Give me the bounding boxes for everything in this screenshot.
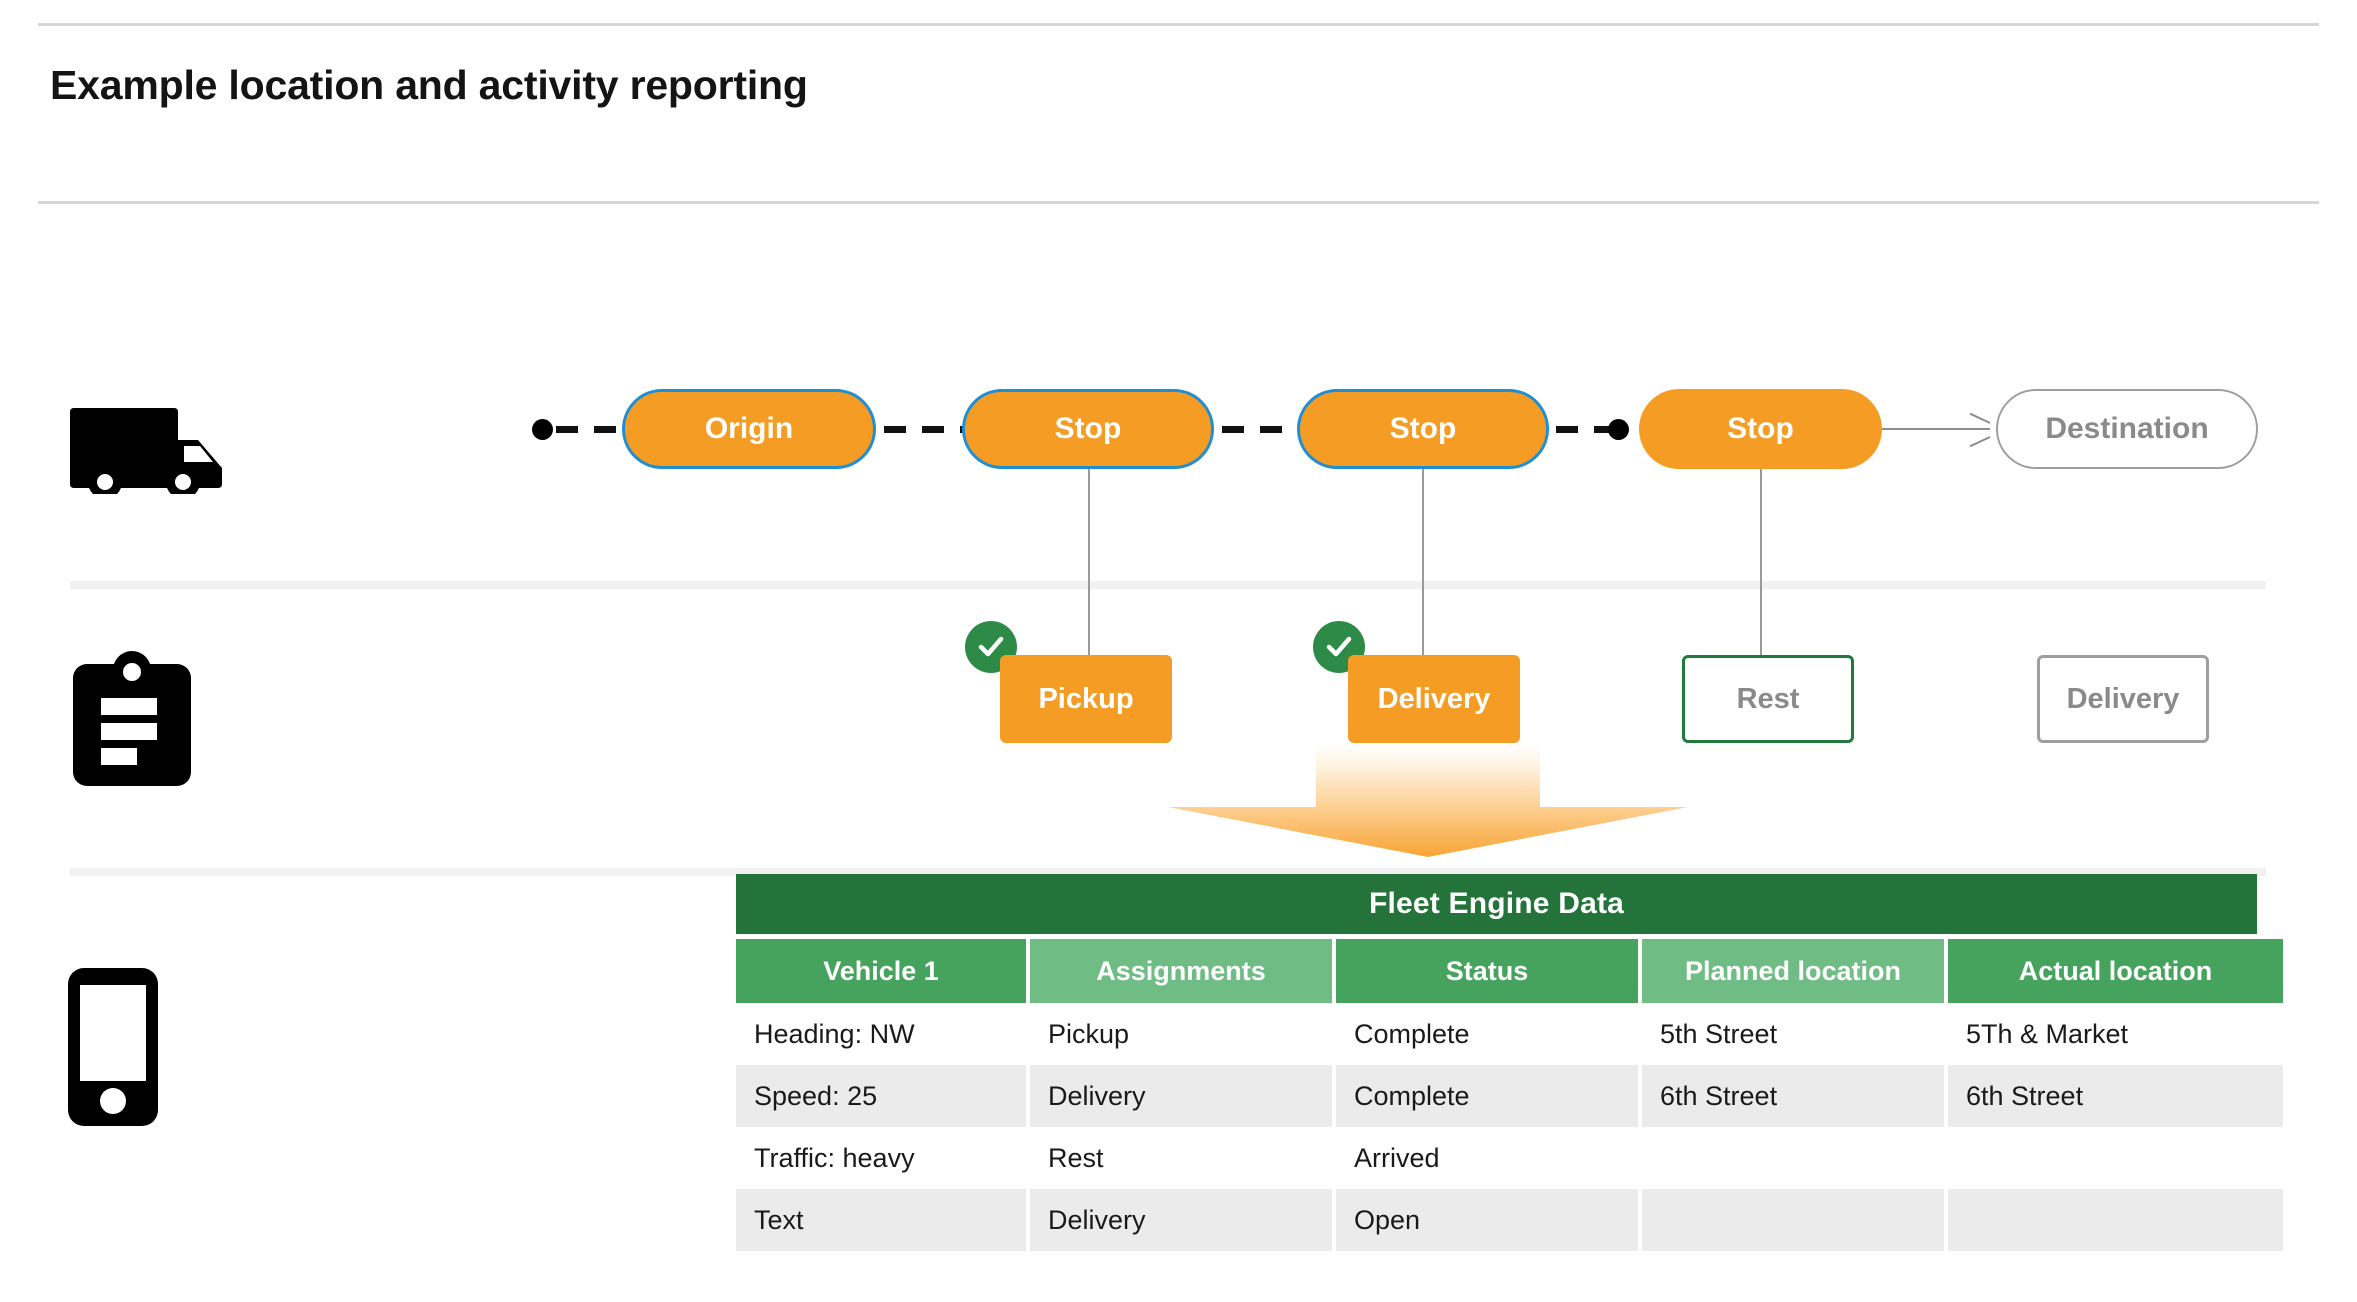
- route-stop-origin[interactable]: Origin: [622, 389, 876, 469]
- cell-planned-location: 6th Street: [1642, 1065, 1948, 1127]
- activity-delivery-complete[interactable]: Delivery: [1348, 655, 1520, 743]
- route-mid-dot: [1608, 419, 1629, 440]
- activity-label: Pickup: [1038, 682, 1134, 715]
- truck-icon: [70, 408, 225, 499]
- cell-actual-location: [1948, 1127, 2283, 1189]
- row-separator-vehicle-activity: [70, 581, 2266, 589]
- route-stop-label: Stop: [1389, 412, 1457, 445]
- activity-delivery-open[interactable]: Delivery: [2037, 655, 2209, 743]
- connector-stop2-delivery: [1422, 469, 1424, 657]
- column-header-actual-location[interactable]: Actual location: [1948, 939, 2283, 1003]
- cell-actual-location: 5Th & Market: [1948, 1003, 2283, 1065]
- cell-status: Complete: [1336, 1065, 1642, 1127]
- activity-rest[interactable]: Rest: [1682, 655, 1854, 743]
- route-arrow-line: [1882, 428, 1990, 430]
- table-row: Heading: NW Pickup Complete 5th Street 5…: [736, 1003, 2283, 1065]
- cell-vehicle: Speed: 25: [736, 1065, 1030, 1127]
- column-header-assignments[interactable]: Assignments: [1030, 939, 1336, 1003]
- down-arrow-icon: [1168, 745, 1688, 857]
- table-row: Text Delivery Open: [736, 1189, 2283, 1251]
- cell-vehicle: Text: [736, 1189, 1030, 1251]
- header-top-rule: [38, 23, 2319, 26]
- table-row: Speed: 25 Delivery Complete 6th Street 6…: [736, 1065, 2283, 1127]
- cell-actual-location: 6th Street: [1948, 1065, 2283, 1127]
- route-stop-label: Stop: [1727, 412, 1794, 445]
- route-start-dot: [532, 419, 553, 440]
- cell-planned-location: [1642, 1189, 1948, 1251]
- page-title: Example location and activity reporting: [50, 62, 808, 108]
- route-stop-2[interactable]: Stop: [1297, 389, 1549, 469]
- column-header-planned-location[interactable]: Planned location: [1642, 939, 1948, 1003]
- cell-assignment: Delivery: [1030, 1189, 1336, 1251]
- table-title: Fleet Engine Data: [736, 874, 2257, 934]
- clipboard-icon: [73, 650, 191, 786]
- cell-status: Arrived: [1336, 1127, 1642, 1189]
- table-header-row: Vehicle 1 Assignments Status Planned loc…: [736, 939, 2283, 1003]
- table-row: Traffic: heavy Rest Arrived: [736, 1127, 2283, 1189]
- cell-status: Open: [1336, 1189, 1642, 1251]
- route-stop-1[interactable]: Stop: [962, 389, 1214, 469]
- activity-label: Rest: [1736, 682, 1800, 715]
- activity-pickup[interactable]: Pickup: [1000, 655, 1172, 743]
- route-stop-label: Destination: [2045, 412, 2209, 445]
- header-bottom-rule: [38, 201, 2319, 204]
- activity-label: Delivery: [2066, 682, 2180, 715]
- route-dash-1: [884, 426, 972, 433]
- connector-stop3-rest: [1760, 469, 1762, 657]
- route-stop-label: Origin: [704, 412, 794, 445]
- cell-assignment: Delivery: [1030, 1065, 1336, 1127]
- cell-assignment: Pickup: [1030, 1003, 1336, 1065]
- cell-status: Complete: [1336, 1003, 1642, 1065]
- route-dash-0: [556, 426, 624, 433]
- route-dash-3: [1556, 426, 1618, 433]
- route-stop-destination[interactable]: Destination: [1996, 389, 2258, 469]
- cell-vehicle: Traffic: heavy: [736, 1127, 1030, 1189]
- cell-planned-location: 5th Street: [1642, 1003, 1948, 1065]
- route-stop-3[interactable]: Stop: [1639, 389, 1882, 469]
- cell-actual-location: [1948, 1189, 2283, 1251]
- mobile-phone-icon: [68, 968, 158, 1126]
- route-dash-2: [1222, 426, 1310, 433]
- data-table: Vehicle 1 Assignments Status Planned loc…: [736, 939, 2283, 1251]
- fleet-engine-data-table: Fleet Engine Data Vehicle 1 Assignments …: [736, 874, 2283, 1251]
- cell-assignment: Rest: [1030, 1127, 1336, 1189]
- activity-label: Delivery: [1377, 682, 1491, 715]
- row-separator-activity-device: [70, 868, 2266, 876]
- connector-stop1-pickup: [1088, 469, 1090, 657]
- column-header-status[interactable]: Status: [1336, 939, 1642, 1003]
- column-header-vehicle[interactable]: Vehicle 1: [736, 939, 1030, 1003]
- route-stop-label: Stop: [1054, 412, 1122, 445]
- cell-planned-location: [1642, 1127, 1948, 1189]
- cell-vehicle: Heading: NW: [736, 1003, 1030, 1065]
